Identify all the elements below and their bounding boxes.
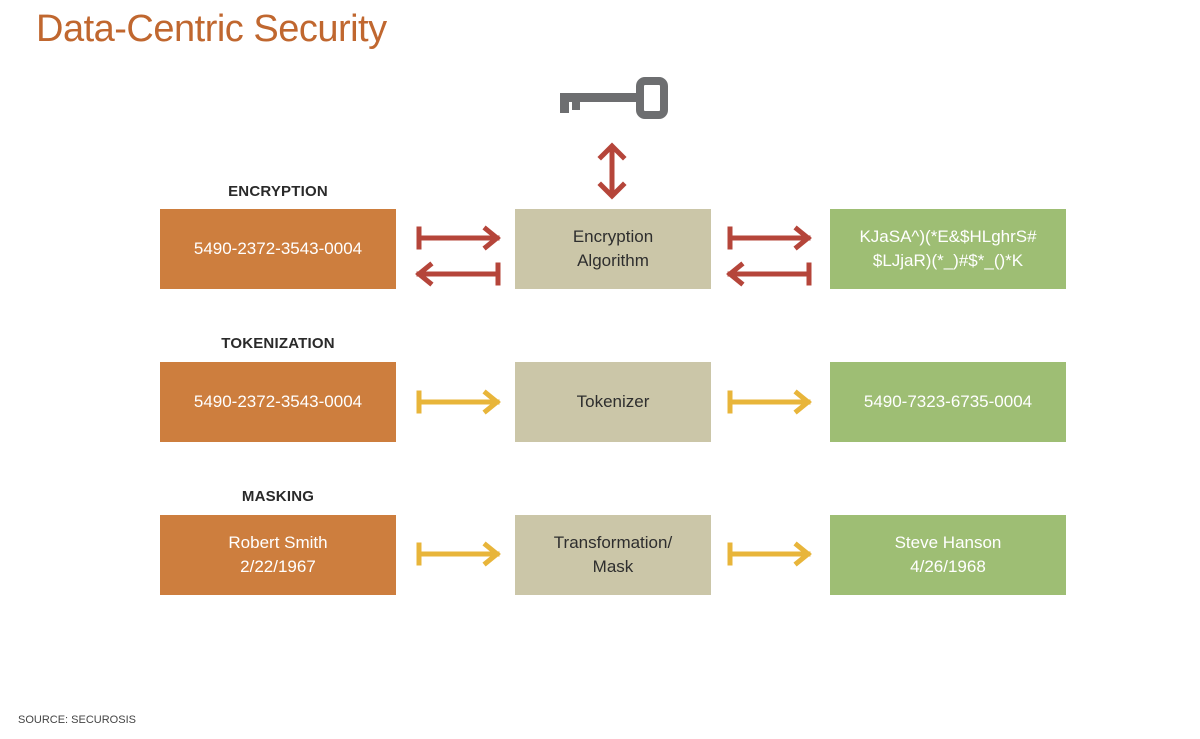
masking-output-box: Steve Hanson 4/26/1968	[830, 515, 1066, 595]
encryption-output-text: KJaSA^)(*E&$HLghrS# $LJjaR)(*_)#$*_()*K	[859, 227, 1037, 270]
page-title: Data-Centric Security	[36, 8, 387, 50]
encryption-process-text: Encryption Algorithm	[572, 227, 654, 270]
masking-process-box: Transformation/ Mask	[515, 515, 711, 595]
tokenization-output-text: 5490-7323-6735-0004	[863, 392, 1033, 411]
masking-input-box: Robert Smith 2/22/1967	[160, 515, 396, 595]
key-icon	[560, 77, 668, 119]
tokenization-label: TOKENIZATION	[221, 335, 335, 352]
tokenization-output-box: 5490-7323-6735-0004	[830, 362, 1066, 442]
masking-process-text: Transformation/ Mask	[553, 533, 673, 576]
masking-input-text: Robert Smith 2/22/1967	[228, 533, 328, 576]
tokenization-process-text: Tokenizer	[576, 392, 650, 411]
encryption-label: ENCRYPTION	[228, 183, 328, 200]
tokenization-process-box: Tokenizer	[515, 362, 711, 442]
tokenization-input-text: 5490-2372-3543-0004	[193, 392, 363, 411]
source-note: SOURCE: SECUROSIS	[18, 714, 136, 726]
key-double-arrow	[597, 142, 627, 200]
encryption-input-box: 5490-2372-3543-0004	[160, 209, 396, 289]
encryption-output-box: KJaSA^)(*E&$HLghrS# $LJjaR)(*_)#$*_()*K	[830, 209, 1066, 289]
tokenization-input-box: 5490-2372-3543-0004	[160, 362, 396, 442]
encryption-input-text: 5490-2372-3543-0004	[193, 239, 363, 258]
masking-output-text: Steve Hanson 4/26/1968	[894, 533, 1002, 576]
encryption-process-box: Encryption Algorithm	[515, 209, 711, 289]
masking-label: MASKING	[241, 488, 315, 505]
